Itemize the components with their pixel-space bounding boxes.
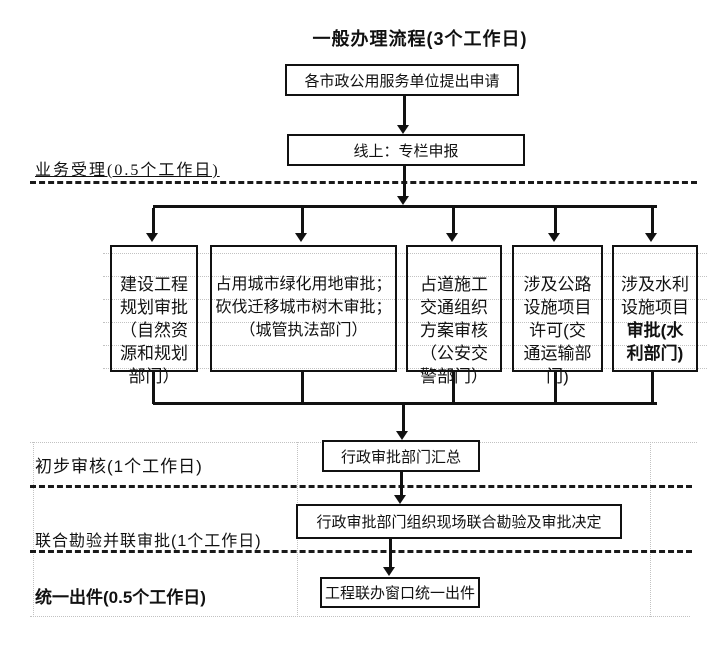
arrowhead [396, 431, 408, 440]
connector-merge [301, 372, 304, 404]
process-box-apply-label: 各市政公用服务单位提出申请 [304, 72, 500, 90]
connector-drop [452, 208, 455, 234]
connector-merge [452, 372, 455, 404]
gridline [103, 322, 707, 323]
process-box-online: 线上：专栏申报 [287, 134, 525, 166]
connector-online-dist [403, 166, 406, 197]
distribution-line [153, 205, 657, 208]
stage-label-joint: 联合勘验并联审批(1个工作日) [35, 533, 262, 550]
process-box-output: 工程联办窗口统一出件 [320, 577, 480, 608]
gridline [103, 253, 707, 254]
connector-merge-summary [402, 405, 405, 432]
arrowhead [548, 233, 560, 242]
arrowhead [397, 125, 409, 134]
arrowhead [446, 233, 458, 242]
process-box-summary-label: 行政审批部门汇总 [340, 448, 461, 466]
arrowhead [295, 233, 307, 242]
process-box-online-label: 线上：专栏申报 [353, 142, 459, 160]
connector-summary-inspection [400, 472, 403, 496]
connector-inspection-output [389, 539, 392, 568]
process-box-planning: 建设工程 规划审批 （自然资 源和规划 部门） [110, 245, 198, 386]
process-box-summary: 行政审批部门汇总 [322, 440, 480, 472]
process-box-highway: 涉及公路 设施项目 许可(交 通运输部 门) [512, 245, 603, 386]
connector-drop [651, 208, 654, 234]
gridline [103, 299, 707, 300]
stage-divider-accept [30, 181, 697, 184]
process-box-water: 涉及水利 设施项目审批(水 利部门) [612, 245, 698, 372]
connector-merge [651, 372, 654, 404]
arrowhead [383, 567, 395, 576]
stage-label-issue: 统一出件(0.5个工作日) [35, 588, 206, 607]
arrowhead [645, 233, 657, 242]
connector-merge [152, 372, 155, 404]
gridline [103, 368, 707, 369]
connector-drop [554, 208, 557, 234]
process-box-inspection-label: 行政审批部门组织现场联合勘验及审批决定 [316, 514, 602, 531]
arrowhead [397, 196, 409, 205]
process-box-apply: 各市政公用服务单位提出申请 [285, 64, 519, 96]
gridline [33, 442, 34, 617]
gridline [30, 616, 690, 617]
gridline [103, 276, 707, 277]
stage-label-review: 初步审核(1个工作日) [35, 457, 203, 476]
process-box-water-label: 涉及水利 设施项目 [621, 275, 689, 317]
page-title: 一般办理流程(3个工作日) [312, 29, 528, 49]
process-box-inspection: 行政审批部门组织现场联合勘验及审批决定 [296, 504, 622, 539]
gridline [103, 345, 707, 346]
process-box-traffic-plan: 占道施工 交通组织 方案审核 （公安交 警部门） [406, 245, 502, 386]
arrowhead [146, 233, 158, 242]
process-box-greening: 占用城市绿化用地审批； 砍伐迁移城市树木审批； （城管执法部门） [210, 245, 397, 372]
connector-drop [152, 208, 155, 234]
arrowhead [394, 495, 406, 504]
process-box-highway-label: 涉及公路 设施项目 许可(交 通运输部 门) [523, 275, 592, 386]
process-box-traffic-plan-label: 占道施工 交通组织 方案审核 （公安交 警部门） [420, 275, 488, 386]
stage-divider-joint [30, 550, 692, 553]
connector-apply-online [403, 96, 406, 126]
gridline [650, 442, 651, 617]
stage-label-accept: 业务受理(0.5个工作日) [35, 162, 220, 179]
process-box-output-label: 工程联办窗口统一出件 [324, 585, 475, 602]
process-box-greening-label: 占用城市绿化用地审批； 砍伐迁移城市树木审批； （城管执法部门） [215, 276, 392, 339]
process-box-planning-label: 建设工程 规划审批 （自然资 源和规划 部门） [120, 275, 188, 386]
merge-line [153, 402, 657, 405]
connector-drop [301, 208, 304, 234]
process-box-water-label-bold: 审批(水 利部门) [626, 321, 684, 363]
stage-divider-review [30, 485, 692, 488]
connector-merge [554, 372, 557, 404]
